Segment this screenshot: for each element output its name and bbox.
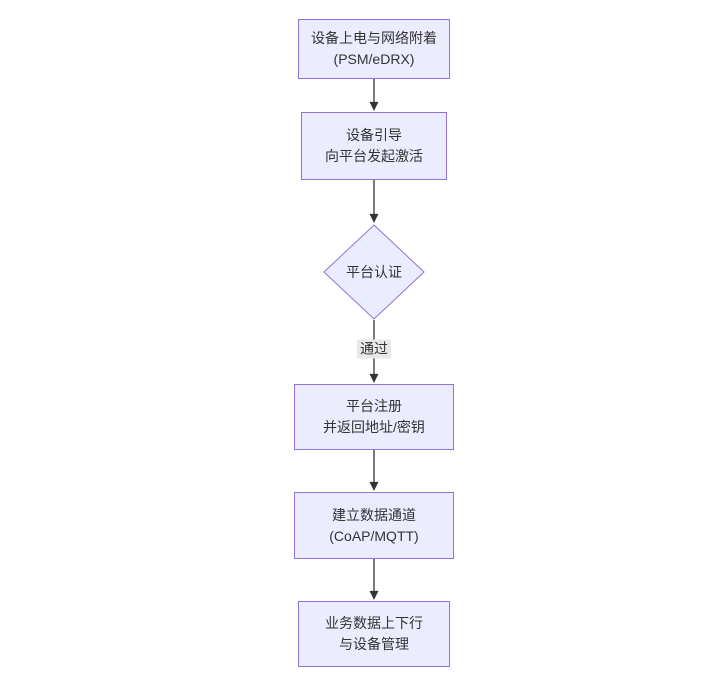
node-business-data-device-mgmt: 业务数据上下行 与设备管理	[298, 601, 450, 667]
node-text-line: 设备引导	[346, 127, 402, 143]
node-text-line: 业务数据上下行	[325, 615, 423, 631]
decision-label: 平台认证	[346, 264, 402, 280]
node-text-line: 平台注册	[346, 398, 402, 414]
node-text-line: (CoAP/MQTT)	[329, 527, 419, 544]
node-text-line: 与设备管理	[339, 636, 409, 652]
node-text-line: 并返回地址/密钥	[323, 419, 425, 435]
node-text-line: 建立数据通道	[332, 506, 416, 523]
decision-platform-auth: 平台认证	[323, 224, 425, 320]
edge-label-pass: 通过	[357, 339, 391, 359]
node-text-line: 设备上电与网络附着	[311, 30, 437, 46]
node-text-line: (PSM/eDRX)	[333, 51, 415, 67]
diamond-polygon	[323, 224, 425, 320]
node-platform-register: 平台注册 并返回地址/密钥	[294, 384, 454, 450]
diamond-shape	[323, 224, 425, 320]
node-text-line: 向平台发起激活	[325, 148, 423, 164]
node-device-bootstrap-activate: 设备引导 向平台发起激活	[301, 112, 447, 180]
node-establish-data-channel: 建立数据通道 (CoAP/MQTT)	[294, 492, 454, 559]
node-device-power-network-attach: 设备上电与网络附着 (PSM/eDRX)	[298, 19, 450, 79]
